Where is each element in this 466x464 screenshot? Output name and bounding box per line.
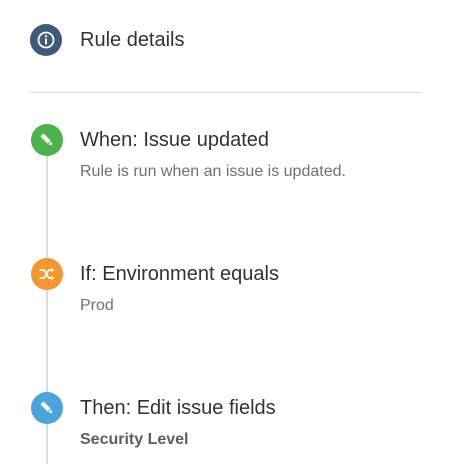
info-icon [30,24,62,56]
condition-step-value: Prod [80,297,114,314]
trigger-step-title: When: Issue updated [80,129,270,151]
action-step-card[interactable]: Then: Edit issue fields Security Level [0,378,466,458]
action-step-title: Then: Edit issue fields [80,397,276,419]
timeline-connector [46,152,48,464]
trigger-step-card[interactable]: When: Issue updated Rule is run when an … [0,110,466,190]
divider [30,92,422,93]
rule-details-title: Rule details [80,29,185,51]
condition-step-card[interactable]: If: Environment equals Prod [0,244,466,324]
pencil-icon [31,124,63,156]
action-step-field: Security Level [80,431,189,448]
shuffle-icon [31,258,63,290]
pencil-icon [31,392,63,424]
trigger-step-description: Rule is run when an issue is updated. [80,163,346,180]
condition-step-title: If: Environment equals [80,263,279,285]
rule-details-header[interactable]: Rule details [0,0,466,92]
